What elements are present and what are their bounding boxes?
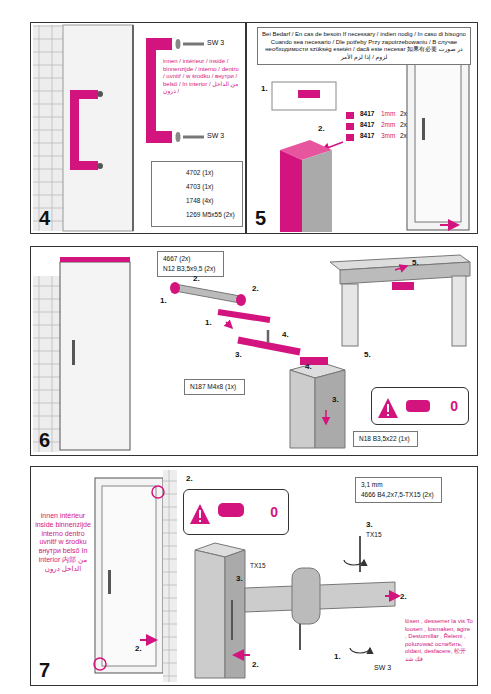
part-label: SW 3 [207,39,224,48]
callout-number: 2. [186,474,193,484]
callout-number: 8417 [360,121,374,129]
part-label: 2mm [381,121,395,129]
callout-number: 2. [400,592,407,602]
callout-number: 8417 [360,132,374,140]
part-label: 2x [400,121,407,129]
warning-box: 0 [371,387,469,425]
gap-value: 0 [270,503,278,521]
callout-number: 4. [282,330,289,340]
part-text: Bei Bedarf / En cas de besoin If necessa… [262,31,466,61]
part-text: 4703 (1x) [186,180,237,194]
callout-number: 4. [305,362,312,372]
parts-label-box: 3,1 mm4666 B4,2x7,5-TX15 (2x) [355,477,442,503]
part-label: 2x [400,132,407,140]
part-label: SW 3 [374,664,391,673]
callout-number: 2. [135,644,142,654]
part-text: 4702 (1x) [186,166,237,180]
callout-number: 5. [412,258,419,268]
part-text: 4666 B4,2x7,5-TX15 (2x) [361,490,436,500]
callout-number: 8417 [360,110,374,118]
part-text: 1269 M5x55 (2x) [186,208,237,222]
callout-number: 3. [235,350,242,360]
part-text: 1748 (4x) [186,194,237,208]
adjust-step [94,470,399,682]
part-label: TX15 [250,562,266,570]
part-text: N12 B3,5x9,5 (2x) [163,264,218,274]
top-bar-step [33,255,470,452]
step-panel: 4 4702 (1x)4703 (1x)1748 (4x)1269 M5x55 (… [30,22,246,234]
instruction-note: lösen , desserrer la vis To loosen , los… [405,618,473,663]
part-text: N18 B3,5x22 (1x) [359,434,412,444]
callout-number: 5. [364,350,371,360]
step-number: 6 [39,429,50,452]
part-label: TX15 [366,531,382,539]
part-label: 1mm [381,110,395,118]
callout-number: 1. [160,296,167,306]
instruction-note: innen intérieur inside binnenzijde inter… [34,512,92,573]
step-number: 7 [39,659,50,682]
callout-number: 2. [318,124,325,134]
step-number: 4 [39,207,50,230]
parts-table: 4702 (1x)4703 (1x)1748 (4x)1269 M5x55 (2… [151,161,243,227]
warning-box: 0 [183,489,289,535]
part-label: 3mm [381,132,395,140]
gap-value: 0 [450,397,458,415]
callout-number: 1. [205,318,212,328]
callout-number: 1. [334,652,341,662]
parts-label-box: 4667 (2x)N12 B3,5x9,5 (2x) [157,251,224,277]
callout-number: 2. [252,660,259,670]
step-panel: 6 4667 (2x)N12 B3,5x9,5 (2x) N187 M4x8 (1x… [30,246,478,456]
callout-number: 3. [366,520,373,530]
callout-number: 2. [252,284,259,294]
step-number: 5 [255,207,266,230]
callout-number: 3. [332,395,339,405]
instruction-note: innen / intérieur / inside / binnenzijde… [163,58,239,96]
part-label: SW 3 [207,132,224,141]
part-text: N187 M4x8 (1x) [190,382,239,392]
callout-number: 1. [261,84,268,94]
callout-number: 3. [236,574,243,584]
part-label: 2x [400,110,407,118]
part-text: 3,1 mm [361,480,436,490]
callout-number: 2. [193,274,200,284]
parts-label-box: N18 B3,5x22 (1x) [353,431,418,447]
parts-label-box: N187 M4x8 (1x) [184,379,245,395]
note-box: Bei Bedarf / En cas de besoin If necessa… [257,27,471,65]
part-text: 4667 (2x) [163,254,218,264]
